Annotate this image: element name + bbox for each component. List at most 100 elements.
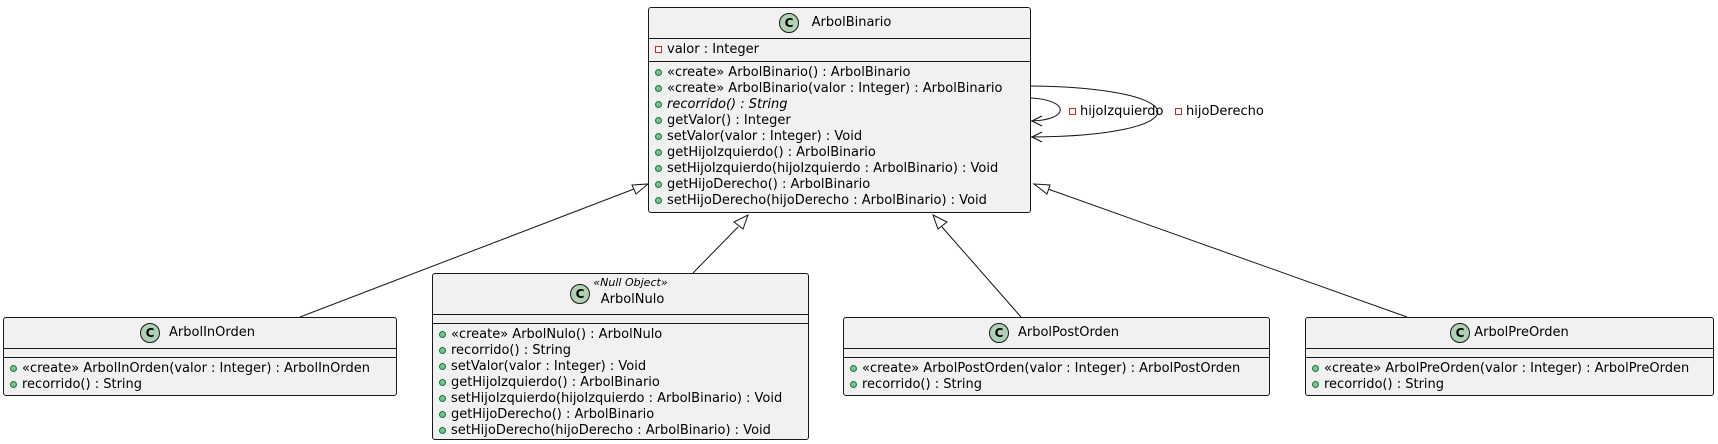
public-icon — [655, 165, 662, 172]
method-text: «create» ArbolPostOrden(valor : Integer)… — [862, 361, 1241, 376]
method-row: getHijoIzquierdo() : ArbolBinario — [649, 145, 1030, 161]
public-icon — [1312, 381, 1319, 388]
method-row: «create» ArbolInOrden(valor : Integer) :… — [4, 361, 396, 377]
edge-nulo-to-binario — [692, 226, 739, 274]
method-row: setHijoIzquierdo(hijoIzquierdo : ArbolBi… — [433, 391, 808, 407]
public-icon — [439, 379, 446, 386]
class-name: ArbolNulo — [600, 292, 665, 307]
method-text: recorrido() : String — [1324, 377, 1445, 392]
method-text: «create» ArbolNulo() : ArbolNulo — [451, 327, 663, 342]
method-text: getHijoDerecho() : ArbolBinario — [451, 407, 655, 422]
method-text: recorrido() : String — [22, 377, 143, 392]
divider — [649, 38, 1030, 39]
public-icon — [655, 117, 662, 124]
class-arbol-post-orden[interactable]: C ArbolPostOrden «create» ArbolPostOrden… — [843, 317, 1270, 396]
public-icon — [655, 197, 662, 204]
method-row: «create» ArbolPostOrden(valor : Integer)… — [844, 361, 1269, 377]
class-name: ArbolPreOrden — [1474, 325, 1569, 340]
class-c-icon: C — [779, 13, 799, 33]
class-name: ArbolInOrden — [169, 325, 255, 340]
method-text: setHijoIzquierdo(hijoIzquierdo : ArbolBi… — [667, 161, 999, 176]
method-row: recorrido() : String — [433, 343, 808, 359]
public-icon — [655, 181, 662, 188]
class-header: C ArbolPostOrden — [844, 318, 1269, 348]
edge-postorden-to-binario — [941, 226, 1022, 318]
class-name: ArbolPostOrden — [1017, 325, 1120, 340]
divider — [844, 348, 1269, 349]
method-row-abstract: recorrido() : String — [649, 97, 1030, 113]
method-row: getHijoIzquierdo() : ArbolBinario — [433, 375, 808, 391]
divider — [433, 314, 808, 315]
relation-label-hijo-derecho: hijoDerecho — [1175, 104, 1264, 119]
public-icon — [655, 149, 662, 156]
method-row: setValor(valor : Integer) : Void — [649, 129, 1030, 145]
public-icon — [439, 331, 446, 338]
method-text: setValor(valor : Integer) : Void — [451, 359, 647, 374]
private-icon — [1175, 108, 1182, 115]
method-text: «create» ArbolPreOrden(valor : Integer) … — [1324, 361, 1690, 376]
public-icon — [850, 381, 857, 388]
method-text: «create» ArbolBinario(valor : Integer) :… — [667, 81, 1003, 96]
field-text: valor : Integer — [667, 42, 759, 57]
public-icon — [1312, 365, 1319, 372]
public-icon — [439, 427, 446, 434]
method-text: recorrido() : String — [667, 97, 788, 112]
divider — [433, 323, 808, 324]
method-text: setHijoDerecho(hijoDerecho : ArbolBinari… — [667, 193, 987, 208]
method-text: «create» ArbolInOrden(valor : Integer) :… — [22, 361, 371, 376]
relation-name: hijoDerecho — [1186, 104, 1264, 119]
private-icon — [655, 46, 662, 53]
class-arbol-nulo[interactable]: C «Null Object» ArbolNulo «create» Arbol… — [432, 273, 809, 440]
method-row: «create» ArbolBinario(valor : Integer) :… — [649, 81, 1030, 97]
edge-inorden-to-binario — [299, 188, 635, 318]
method-text: setHijoDerecho(hijoDerecho : ArbolBinari… — [451, 423, 771, 438]
relation-label-hijo-izquierdo: hijoIzquierdo — [1069, 104, 1164, 119]
divider — [4, 357, 396, 358]
arrowhead-hijo-izquierdo — [1030, 115, 1043, 127]
public-icon — [655, 85, 662, 92]
divider — [844, 357, 1269, 358]
public-icon — [655, 69, 662, 76]
public-icon — [439, 395, 446, 402]
method-row: getHijoDerecho() : ArbolBinario — [433, 407, 808, 423]
arrowhead-hijo-derecho — [1030, 131, 1043, 143]
method-row: recorrido() : String — [1306, 377, 1713, 393]
class-arbol-binario[interactable]: C ArbolBinario valor : Integer «create» … — [648, 7, 1031, 213]
edge-preorden-to-binario — [1047, 188, 1408, 318]
divider — [1306, 348, 1713, 349]
class-c-icon: C — [1450, 323, 1470, 343]
method-row: «create» ArbolBinario() : ArbolBinario — [649, 65, 1030, 81]
divider — [1306, 357, 1713, 358]
method-text: getValor() : Integer — [667, 113, 791, 128]
class-header: C «Null Object» ArbolNulo — [433, 274, 808, 314]
inherit-arrow-nulo — [733, 213, 749, 230]
field-row: valor : Integer — [649, 42, 1030, 58]
method-row: setHijoDerecho(hijoDerecho : ArbolBinari… — [433, 423, 808, 439]
class-arbol-in-orden[interactable]: C ArbolInOrden «create» ArbolInOrden(val… — [3, 317, 397, 396]
self-assoc-hijo-derecho — [1030, 85, 1159, 138]
class-arbol-pre-orden[interactable]: C ArbolPreOrden «create» ArbolPreOrden(v… — [1305, 317, 1714, 396]
method-text: setValor(valor : Integer) : Void — [667, 129, 863, 144]
class-c-icon: C — [570, 284, 590, 304]
method-text: getHijoDerecho() : ArbolBinario — [667, 177, 871, 192]
method-row: «create» ArbolPreOrden(valor : Integer) … — [1306, 361, 1713, 377]
method-text: recorrido() : String — [862, 377, 983, 392]
public-icon — [850, 365, 857, 372]
class-header: C ArbolBinario — [649, 8, 1030, 38]
class-name: ArbolBinario — [811, 15, 892, 30]
class-header: C ArbolPreOrden — [1306, 318, 1713, 348]
class-header: C ArbolInOrden — [4, 318, 396, 348]
method-row: getHijoDerecho() : ArbolBinario — [649, 177, 1030, 193]
method-text: getHijoIzquierdo() : ArbolBinario — [451, 375, 660, 390]
class-c-icon: C — [140, 323, 160, 343]
method-row: getValor() : Integer — [649, 113, 1030, 129]
class-c-icon: C — [989, 323, 1009, 343]
divider — [4, 348, 396, 349]
public-icon — [655, 101, 662, 108]
public-icon — [439, 411, 446, 418]
public-icon — [655, 133, 662, 140]
public-icon — [439, 347, 446, 354]
method-row: recorrido() : String — [4, 377, 396, 393]
self-assoc-hijo-izquierdo — [1030, 97, 1061, 122]
inherit-arrow-postorden — [932, 213, 948, 230]
